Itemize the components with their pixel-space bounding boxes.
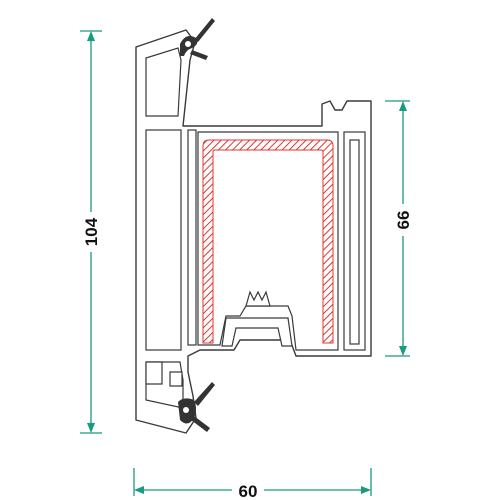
bead-groove — [245, 290, 271, 307]
gasket-top-lip-1 — [194, 18, 215, 42]
gasket-bottom-lip-2 — [191, 416, 210, 432]
arrow-up — [87, 31, 95, 41]
dimension-label-104: 104 — [82, 217, 101, 246]
arrow-left — [134, 486, 144, 494]
gasket-bottom — [178, 382, 215, 432]
gasket-top — [180, 18, 215, 60]
gasket-top-lip-2 — [190, 50, 208, 60]
gasket-bottom-hollow — [183, 407, 189, 413]
arrow-down — [87, 423, 95, 433]
bottom-groove — [221, 317, 293, 347]
left-main-chamber — [145, 129, 182, 351]
dimension-label-66: 66 — [394, 211, 413, 230]
steel-reinforcement — [202, 139, 334, 344]
dimension-height-total: 104 — [80, 30, 102, 434]
arrow-right — [361, 486, 371, 494]
arrow-down — [399, 346, 407, 356]
label-bg — [80, 212, 102, 252]
lower-left-subchamber — [145, 361, 163, 385]
right-inner-chamber — [349, 139, 360, 345]
label-bg — [392, 204, 414, 236]
dimension-width: 60 — [133, 468, 372, 500]
lower-left-notch — [169, 371, 183, 387]
dimension-height-sash: 66 — [385, 100, 414, 357]
arrow-up — [399, 101, 407, 111]
pvc-profile — [135, 29, 372, 434]
upper-left-chamber — [145, 47, 182, 117]
inner-rib — [187, 129, 197, 346]
steel-u-profile — [202, 139, 334, 344]
gasket-top-hollow — [185, 41, 191, 47]
label-bg — [232, 480, 264, 500]
gasket-bottom-lip-1 — [194, 382, 215, 406]
dimension-label-60: 60 — [239, 482, 258, 500]
